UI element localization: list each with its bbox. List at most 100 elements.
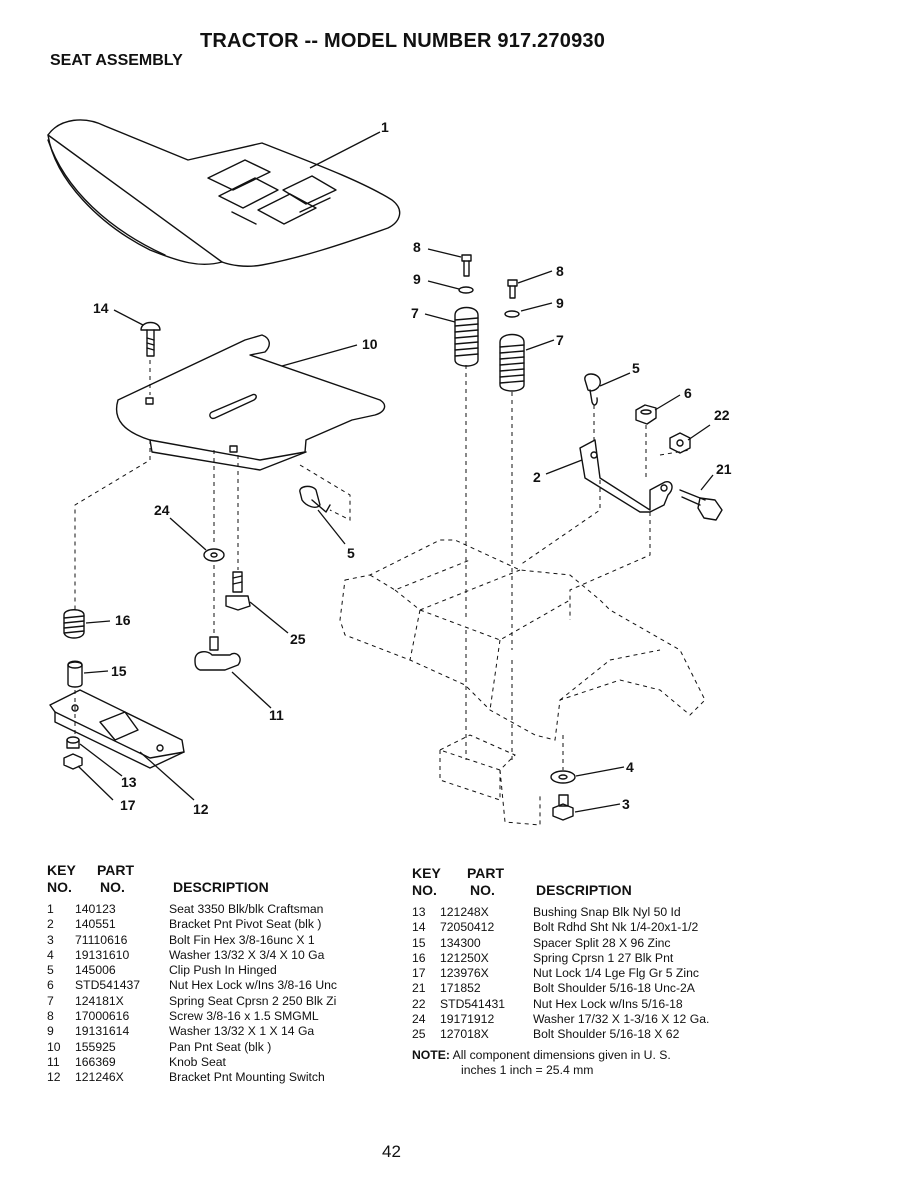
- part-header-top: PART: [467, 865, 505, 881]
- callout-12: 12: [193, 801, 209, 817]
- part-description: Bracket Pnt Mounting Switch: [169, 1070, 325, 1085]
- part-description: Seat 3350 Blk/blk Craftsman: [169, 902, 324, 916]
- key-header-top: KEY: [412, 865, 441, 881]
- key-no: 5: [47, 963, 54, 978]
- part-no: 127018X: [440, 1027, 489, 1042]
- callout-4: 4: [626, 759, 634, 775]
- washer-4-drawing: [550, 770, 576, 784]
- bracket-2-drawing: [579, 439, 673, 513]
- key-no: 25: [412, 1027, 426, 1042]
- part-description: Nut Hex Lock w/Ins 5/16-18: [533, 996, 683, 1011]
- nut-17-drawing: [63, 753, 83, 770]
- part-description: Nut Lock 1/4 Lge Flg Gr 5 Zinc: [533, 966, 699, 981]
- callout-6: 6: [684, 385, 692, 401]
- part-header-top: PART: [97, 862, 135, 878]
- description-header: DESCRIPTION: [536, 882, 632, 898]
- part-no: 19131610: [75, 947, 130, 962]
- key-no: 6: [47, 978, 54, 993]
- callout-2: 2: [533, 469, 541, 485]
- part-description: Nut Hex Lock w/Ins 3/8-16 Unc: [169, 978, 337, 993]
- dimensions-note: NOTE: All component dimensions given in …: [412, 1048, 671, 1078]
- part-no: 166369: [75, 1054, 116, 1069]
- key-no: 24: [412, 1012, 426, 1027]
- callout-7-right: 7: [556, 332, 564, 348]
- bolt-3-drawing: [552, 794, 574, 821]
- part-no: 19171912: [440, 1012, 495, 1027]
- callout-3: 3: [622, 796, 630, 812]
- part-description: Washer 17/32 X 1-3/16 X 12 Ga.: [533, 1012, 710, 1027]
- key-no: 8: [47, 1009, 54, 1024]
- key-no: 7: [47, 993, 54, 1008]
- part-no: 145006: [75, 963, 116, 978]
- key-no: 15: [412, 935, 426, 950]
- part-description: Bolt Fin Hex 3/8-16unc X 1: [169, 932, 315, 947]
- phantom-lines: [74, 360, 706, 826]
- key-no: 21: [412, 981, 426, 996]
- seat-pan-part-drawing: [115, 334, 386, 471]
- bolt-14-drawing: [140, 321, 161, 357]
- note-label: NOTE:: [412, 1048, 450, 1062]
- key-no: 17: [412, 966, 426, 981]
- callout-15: 15: [111, 663, 127, 679]
- callout-22: 22: [714, 407, 730, 423]
- part-no: 140551: [75, 917, 116, 932]
- part-no: 155925: [75, 1039, 116, 1054]
- callout-10: 10: [362, 336, 378, 352]
- part-no: STD541431: [440, 996, 506, 1011]
- part-no: 134300: [440, 935, 481, 950]
- table-row: 5 145006 Clip Push In Hinged: [47, 963, 387, 978]
- part-description: Spring Cprsn 1 27 Blk Pnt: [533, 950, 674, 965]
- bolt-21-drawing: [679, 489, 723, 521]
- nut-6-drawing: [635, 404, 657, 425]
- callout-13: 13: [121, 774, 137, 790]
- key-no: 4: [47, 947, 54, 962]
- spring-stack-right-drawing: [499, 279, 525, 392]
- spring-stack-left-drawing: [454, 254, 479, 367]
- exploded-parts-diagram: 1 10 14 8 9 7 8 9 7 5 6 22 21 2 5 24 25 …: [47, 119, 732, 826]
- table-row: 22 STD541431 Nut Hex Lock w/Ins 5/16-18: [412, 997, 772, 1012]
- callout-16: 16: [115, 612, 131, 628]
- key-no: 3: [47, 932, 54, 947]
- part-no: 71110616: [75, 932, 128, 947]
- callout-9-left: 9: [413, 271, 421, 287]
- bushing-13-drawing: [66, 736, 80, 749]
- key-no: 13: [412, 905, 426, 919]
- part-no: 121246X: [75, 1070, 124, 1085]
- section-title: SEAT ASSEMBLY: [50, 52, 183, 69]
- callout-labels: 1 10 14 8 9 7 8 9 7 5 6 22 21 2 5 24 25 …: [93, 119, 732, 817]
- table-row: 12 121246X Bracket Pnt Mounting Switch: [47, 1070, 387, 1085]
- key-no: 22: [412, 996, 426, 1011]
- part-description: Spacer Split 28 X 96 Zinc: [533, 935, 671, 950]
- key-no: 14: [412, 920, 426, 935]
- part-no: 171852: [440, 981, 481, 996]
- nut-22-drawing: [669, 432, 691, 454]
- callout-5-upper: 5: [632, 360, 640, 376]
- key-no: 16: [412, 950, 426, 965]
- part-description: Clip Push In Hinged: [169, 963, 277, 978]
- table-header: KEY NO. PART NO. DESCRIPTION: [47, 862, 387, 902]
- callout-8-left: 8: [413, 239, 421, 255]
- key-no: 12: [47, 1070, 61, 1085]
- description-header: DESCRIPTION: [173, 879, 269, 895]
- leader-lines: [77, 131, 714, 813]
- key-no: 9: [47, 1024, 54, 1039]
- spring-16-drawing: [63, 609, 85, 639]
- key-header-top: KEY: [47, 862, 76, 878]
- part-no: 121248X: [440, 905, 489, 919]
- part-description: Bracket Pnt Pivot Seat (blk ): [169, 917, 322, 932]
- key-no: 10: [47, 1039, 61, 1054]
- callout-8-right: 8: [556, 263, 564, 279]
